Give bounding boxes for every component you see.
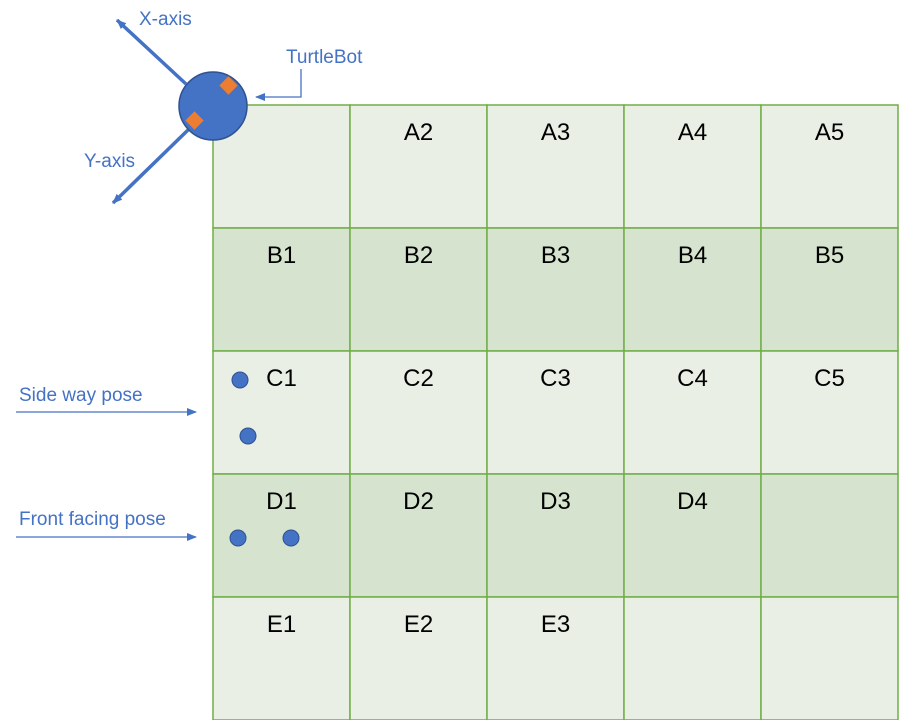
- grid-cell-label: C1: [266, 365, 297, 392]
- turtlebot-body: [178, 71, 248, 141]
- grid-cell-c3: [486, 350, 625, 475]
- grid-cell-label: E2: [404, 611, 433, 638]
- grid-cell-e4: [623, 596, 762, 720]
- grid-cell-label: C2: [403, 365, 434, 392]
- grid-cell-b5: [760, 227, 899, 352]
- grid-cell-d2: [349, 473, 488, 598]
- x-axis-arrow: [115, 18, 188, 86]
- front-facing-pose-label: Front facing pose: [19, 509, 166, 530]
- grid-cell-label: C5: [814, 365, 845, 392]
- grid-cell-label: E3: [541, 611, 570, 638]
- grid-cell-a4: [623, 104, 762, 229]
- grid-cell-b1: [212, 227, 351, 352]
- grid-cell-label: B4: [678, 242, 707, 269]
- grid-cell-label: C3: [540, 365, 571, 392]
- grid-cell-c4: [623, 350, 762, 475]
- grid-cell-label: B2: [404, 242, 433, 269]
- grid-cell-label: B3: [541, 242, 570, 269]
- turtlebot-marker-side: [185, 111, 204, 130]
- grid-cell-label: D1: [266, 488, 297, 515]
- grid-cell-label: D3: [540, 488, 571, 515]
- grid-cell-d5: [760, 473, 899, 598]
- grid-cell-e3: [486, 596, 625, 720]
- x-axis-label: X-axis: [139, 9, 192, 30]
- grid-cell-label: B1: [267, 242, 296, 269]
- y-axis-arrow: [111, 128, 190, 205]
- grid-cell-label: A5: [815, 119, 844, 146]
- turtlebot-icon: [178, 71, 248, 141]
- front-pose-dot-left: [229, 529, 247, 547]
- grid-cell-d3: [486, 473, 625, 598]
- front-pose-dot-right: [282, 529, 300, 547]
- side-way-pose-label: Side way pose: [19, 385, 143, 406]
- side-pose-dot-top: [231, 371, 249, 389]
- grid-cell-label: E1: [267, 611, 296, 638]
- turtlebot-callout-line: [255, 69, 302, 101]
- grid-cell-e5: [760, 596, 899, 720]
- grid-cell-label: A4: [678, 119, 707, 146]
- grid-cell-b3: [486, 227, 625, 352]
- grid-cell-label: D4: [677, 488, 708, 515]
- grid-cell-a5: [760, 104, 899, 229]
- grid-cell-c2: [349, 350, 488, 475]
- grid-cell-c5: [760, 350, 899, 475]
- y-axis-label: Y-axis: [84, 151, 135, 172]
- grid-cell-label: D2: [403, 488, 434, 515]
- turtlebot-label: TurtleBot: [286, 47, 363, 68]
- grid-cell-a2: [349, 104, 488, 229]
- grid-cell-e2: [349, 596, 488, 720]
- grid-cell-a3: [486, 104, 625, 229]
- grid-cell-label: B5: [815, 242, 844, 269]
- side-pose-dot-bottom: [239, 427, 257, 445]
- grid-cell-label: C4: [677, 365, 708, 392]
- grid-cell-d4: [623, 473, 762, 598]
- turtlebot-marker-front: [219, 76, 238, 95]
- grid-cell-e1: [212, 596, 351, 720]
- grid-cell-label: A3: [541, 119, 570, 146]
- grid-cell-label: A2: [404, 119, 433, 146]
